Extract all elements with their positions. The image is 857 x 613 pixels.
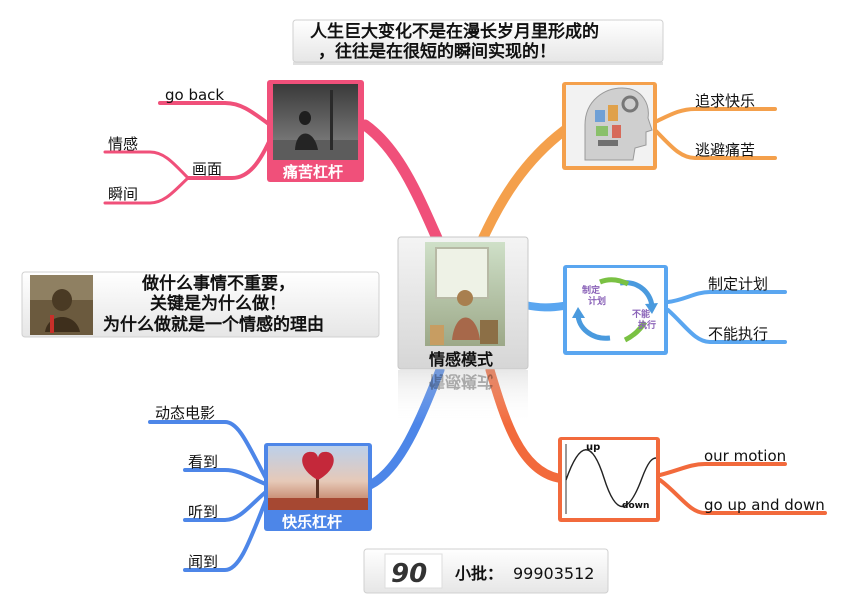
branch-cycle-main (521, 301, 567, 312)
label-avoid-pain[interactable]: 逃避痛苦 (695, 141, 755, 159)
center-label: 情感模式 (429, 350, 493, 369)
label-pursue-pleasure[interactable]: 追求快乐 (695, 92, 755, 110)
branch-joy-movie (148, 420, 270, 484)
footer-box: 90 小批： 99903512 (363, 548, 609, 594)
footer-logo: 90 (391, 559, 427, 589)
joy-caption: 快乐杠杆 (282, 513, 342, 531)
branch-brain-main (475, 125, 570, 250)
quote-box: 做什么事情不重要， 关键是为什么做！ 为什么做就是一个情感的理由 (21, 271, 380, 338)
branch-pain-emotion (103, 150, 190, 180)
label-picture[interactable]: 画面 (192, 160, 222, 178)
pain-caption: 痛苦杠杆 (282, 163, 343, 181)
label-hear[interactable]: 听到 (188, 503, 218, 521)
branch-brain-pursue (653, 107, 777, 124)
header-line2: ，往往是在很短的瞬间实现的！ (318, 41, 556, 62)
brain-node[interactable] (562, 82, 657, 170)
branch-wave-updown (658, 478, 827, 515)
buddha-image (30, 275, 93, 335)
footer-contact-number: 99903512 (513, 564, 594, 583)
quote-line3: 为什么做就是一个情感的理由 (103, 314, 324, 335)
wave-down-label: down (622, 501, 649, 511)
label-smell[interactable]: 闻到 (188, 553, 218, 571)
branch-pain-goback (158, 101, 272, 127)
label-movie[interactable]: 动态电影 (155, 404, 215, 422)
branch-pain-moment (103, 176, 190, 205)
wave-node[interactable]: up down (558, 437, 660, 522)
branch-cycle-fail (666, 308, 787, 344)
label-emotion[interactable]: 情感 (108, 135, 138, 153)
footer-contact-label: 小批： (455, 564, 503, 583)
header-box: 人生巨大变化不是在漫长岁月里形成的 ，往往是在很短的瞬间实现的！ (292, 19, 664, 65)
label-see[interactable]: 看到 (188, 453, 218, 471)
branch-brain-avoid (653, 128, 777, 160)
brain-head-icon (584, 87, 653, 161)
joy-node[interactable]: 快乐杠杆 (264, 443, 372, 531)
branch-joy-hear (183, 488, 270, 522)
branch-pain-main (359, 119, 446, 251)
pain-node[interactable]: 痛苦杠杆 (267, 80, 364, 182)
branch-joy-smell (183, 493, 270, 572)
wave-up-label: up (586, 442, 600, 453)
cycle-img-top-2: 计划 (588, 295, 606, 307)
label-go-up-down[interactable]: go up and down (704, 496, 825, 514)
center-node[interactable]: 情感模式 (397, 236, 529, 370)
child-window-image (430, 247, 498, 345)
sine-wave (565, 449, 657, 508)
cycle-img-bottom-2: 执行 (638, 319, 656, 331)
label-make-plan[interactable]: 制定计划 (708, 275, 768, 293)
center-reflection: 情感模式 (398, 370, 528, 425)
cycle-arrows-icon (572, 277, 658, 343)
label-cannot-execute[interactable]: 不能执行 (708, 325, 768, 343)
branch-wave-motion (658, 462, 787, 477)
cycle-img-top-1: 制定 (582, 284, 601, 296)
label-moment[interactable]: 瞬间 (108, 185, 138, 203)
sitting-person-image (273, 90, 358, 160)
header-line1: 人生巨大变化不是在漫长岁月里形成的 (310, 21, 599, 42)
heart-tree-image (268, 451, 368, 510)
cycle-node[interactable]: 制定 计划 不能 执行 (563, 265, 668, 355)
cycle-img-bottom-1: 不能 (632, 308, 650, 320)
label-go-back[interactable]: go back (165, 86, 224, 104)
branch-cycle-plan (666, 290, 787, 304)
center-reflection-label: 情感模式 (429, 372, 493, 391)
quote-line2: 关键是为什么做！ (150, 293, 286, 314)
branch-joy-see (183, 468, 270, 487)
label-our-motion[interactable]: our motion (704, 447, 786, 465)
quote-line1: 做什么事情不重要， (141, 273, 295, 294)
